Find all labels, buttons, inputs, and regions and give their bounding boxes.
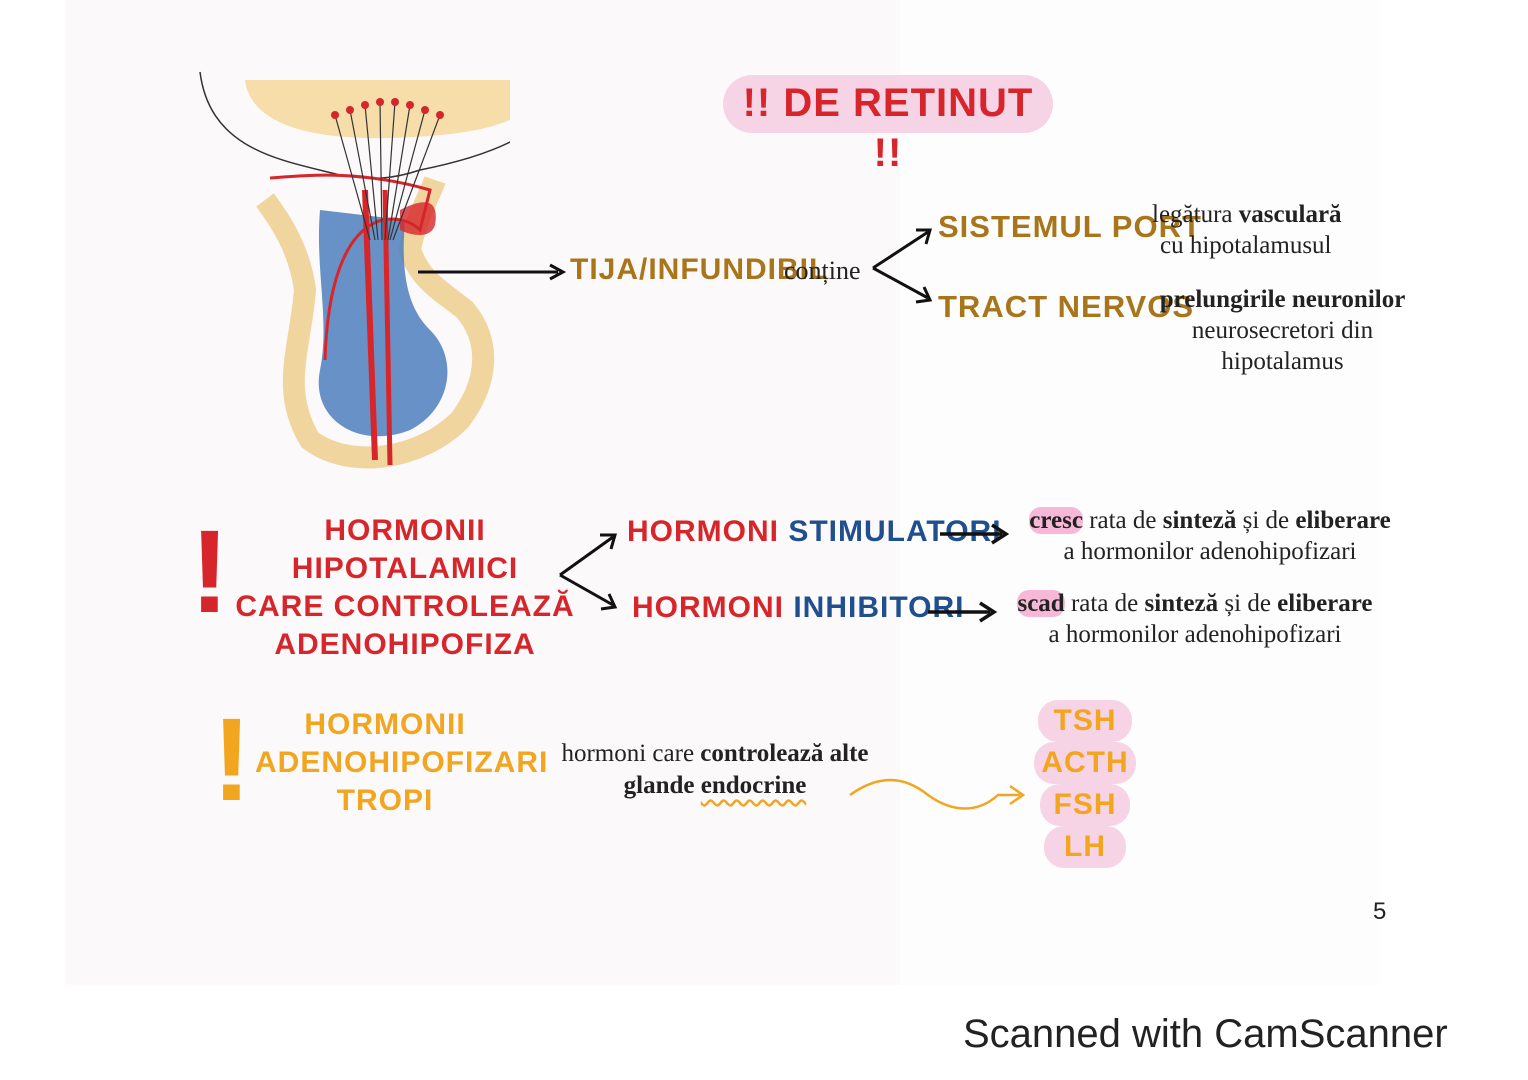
section3-heading: HORMONII ADENOHIPOFIZARI TROPI <box>255 706 547 820</box>
section3-heading-line3: TROPI <box>336 784 434 817</box>
section2-heading-line1: HORMONII HIPOTALAMICI <box>291 514 519 585</box>
paper-sheet-overlap <box>900 0 1380 985</box>
hormone-tsh: TSH <box>1038 700 1132 742</box>
hormoni-stimulatori: HORMONI STIMULATORI <box>627 515 1002 548</box>
branch2-desc-line2: neurosecretori din <box>1191 317 1374 344</box>
branch-tract-nervos: TRACT NERVOS <box>938 289 1195 324</box>
section3-desc: hormoni care controlează alte glande end… <box>561 740 869 799</box>
stalk-contains-text: conține <box>784 256 861 285</box>
camscanner-watermark: Scanned with CamScanner <box>963 1012 1448 1056</box>
branch2-desc-line1: prelungirile neuronilor <box>1159 286 1406 313</box>
stimulatori-desc: cresc rata de sinteză și de eliberare a … <box>1029 507 1391 565</box>
section2-heading-line2: CARE CONTROLEAZĂ <box>235 590 575 623</box>
hormone-acth: ACTH <box>1034 742 1136 784</box>
stimulatori-desc-line2: a hormonilor adenohipofizari <box>1063 538 1357 565</box>
stalk-label: TIJA/INFUNDIBIL <box>570 253 829 286</box>
hormoni-inhibitori: HORMONI INHIBITORI <box>632 591 965 624</box>
fork-arrows-stalk <box>872 228 933 304</box>
branch2-desc: prelungirile neuronilor neurosecretori d… <box>1150 284 1415 377</box>
section3-heading-line1: HORMONII <box>304 708 466 741</box>
branch-sistemul-port: SISTEMUL PORT <box>938 209 1202 244</box>
wavy-arrow-to-hormones <box>849 778 1026 810</box>
pituitary-illustration <box>199 71 510 469</box>
arrow-stimulatori <box>940 523 1010 545</box>
branch1-desc-line2: cu hipotalamusul <box>1160 232 1332 259</box>
section2-heading: HORMONII HIPOTALAMICI CARE CONTROLEAZĂ A… <box>230 512 580 664</box>
branch2-desc-line3: hipotalamus <box>1221 348 1344 375</box>
inhibitori-desc-line2: a hormonilor adenohipofizari <box>1048 621 1342 648</box>
arrow-inhibitori <box>928 601 998 623</box>
tropi-hormones-list: TSH ACTH FSH LH <box>1030 700 1140 868</box>
fork-arrows-hormones <box>559 533 618 611</box>
page-title: !! DE RETINUT !! <box>742 81 1034 175</box>
title-highlight <box>723 75 1053 133</box>
page-number: 5 <box>1373 898 1387 925</box>
hormone-fsh: FSH <box>1040 784 1130 826</box>
inhibitori-desc: scad rata de sinteză și de eliberare a h… <box>1017 590 1373 648</box>
exclamation-icon-orange: ! <box>212 694 253 826</box>
branch1-desc-line1: legătura vasculară <box>1152 201 1342 228</box>
exclamation-icon-red: ! <box>190 506 231 638</box>
section3-heading-line2: ADENOHIPOFIZARI <box>255 746 549 779</box>
section2-heading-line3: ADENOHIPOFIZA <box>274 628 536 661</box>
hormone-lh: LH <box>1044 826 1126 868</box>
arrow-to-stalk <box>418 263 567 281</box>
